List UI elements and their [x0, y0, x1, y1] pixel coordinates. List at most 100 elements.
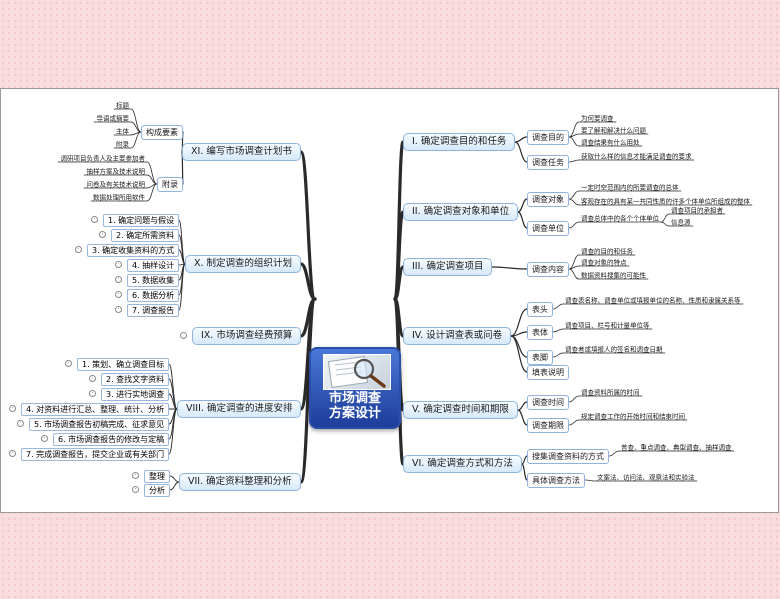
- leaf-link-right-3-1-3: [568, 268, 580, 280]
- leaf-right-4-1-1: 调查表名称、调查单位或填报单位的名称、性质和隶属关系等: [565, 296, 741, 305]
- collapse-marker-icon[interactable]: ·: [91, 216, 98, 223]
- leaf-link-right-2-2-1: [568, 221, 580, 229]
- list-item-left-2-7[interactable]: 7. 调查报告: [127, 304, 180, 317]
- collapse-marker-icon[interactable]: ·: [65, 360, 72, 367]
- list-item-left-2-5[interactable]: 5. 数据收集: [127, 274, 180, 287]
- list-item-left-4-4[interactable]: 4. 对资料进行汇总、整理、统计、分析: [21, 403, 170, 416]
- collapse-marker-icon[interactable]: ·: [132, 472, 139, 479]
- list-item-left-2-4[interactable]: 4. 抽样设计: [127, 259, 180, 272]
- mindmap-canvas: 市场调查 方案设计 I. 确定调查目的和任务调查目的为何要调查要了解和解决什么问…: [0, 88, 779, 513]
- leaf-right-4-2-1: 调查项目、栏号和计量单位等: [565, 321, 650, 330]
- leaf-left-1-1-3: 主体: [116, 127, 129, 136]
- leaf-extra-link-2: [660, 221, 670, 227]
- sub-link-right-5-1: [517, 401, 528, 411]
- subtopic-left-1-2[interactable]: 附录: [157, 177, 183, 192]
- list-item-left-2-1[interactable]: 1. 确定问题与假设: [103, 214, 180, 227]
- central-topic[interactable]: 市场调查 方案设计: [309, 347, 401, 429]
- subtopic-right-4-1[interactable]: 表头: [527, 302, 553, 317]
- item-link-left-5-1: [169, 475, 180, 483]
- collapse-marker-icon[interactable]: [180, 332, 187, 339]
- list-item-left-4-3[interactable]: 3. 进行实地调查: [101, 388, 170, 401]
- leaf-right-2-1-1: 一定时空范围内的所要调查的总体: [581, 183, 679, 192]
- leaf-right-6-1-1: 普查、重点调查、典型调查、抽样调查: [621, 443, 732, 452]
- sub-link-right-6-2: [521, 463, 528, 481]
- leaf-link-right-2-1-1: [568, 190, 580, 200]
- sub-link-right-4-4: [510, 335, 528, 373]
- subtopic-right-1-2[interactable]: 调查任务: [527, 155, 569, 170]
- leaf-right-3-1-1: 调查的目的和任务: [581, 247, 633, 256]
- leaf-right-1-1-3: 调查结果有什么用处: [581, 138, 640, 147]
- main-topic-right-1[interactable]: I. 确定调查目的和任务: [403, 133, 516, 151]
- leaf-link-right-3-1-1: [568, 254, 580, 270]
- collapse-marker-icon[interactable]: ·: [115, 276, 122, 283]
- subtopic-right-6-1[interactable]: 搜集调查资料的方式: [527, 449, 609, 464]
- subtopic-right-4-2[interactable]: 表体: [527, 325, 553, 340]
- sub-link-right-5-2: [517, 409, 528, 426]
- leaf-link-right-6-1-1: [608, 450, 620, 457]
- leaf-right-1-1-2: 要了解和解决什么问题: [581, 126, 646, 135]
- list-item-left-2-6[interactable]: 6. 数据分析: [127, 289, 180, 302]
- main-topic-right-3[interactable]: III. 确定调查项目: [403, 258, 493, 276]
- collapse-marker-icon[interactable]: ·: [99, 231, 106, 238]
- leaf-right-3-1-2: 调查对象的特点: [581, 258, 627, 267]
- leaf-link-left-1-2-4: [146, 183, 158, 202]
- main-topic-right-6[interactable]: VI. 确定调查方式和方法: [403, 455, 522, 473]
- subtopic-right-1-1[interactable]: 调查目的: [527, 130, 569, 145]
- subtopic-left-1-1[interactable]: 构成要素: [141, 125, 183, 140]
- sub-link-right-1-1: [514, 136, 528, 143]
- leaf-link-left-1-1-4: [130, 131, 142, 149]
- collapse-marker-icon[interactable]: ·: [89, 375, 96, 382]
- leaf-extra-right-2-2: 信息源: [671, 218, 691, 227]
- collapse-marker-icon[interactable]: ·: [115, 261, 122, 268]
- main-topic-left-5[interactable]: VII. 确定资料整理和分析: [179, 473, 301, 491]
- leaf-left-1-1-4: 附录: [116, 140, 129, 149]
- collapse-marker-icon[interactable]: ·: [132, 486, 139, 493]
- main-topic-right-2[interactable]: II. 确定调查对象和单位: [403, 203, 519, 221]
- collapse-marker-icon[interactable]: ·: [115, 291, 122, 298]
- subtopic-right-2-2[interactable]: 调查单位: [527, 221, 569, 236]
- main-topic-left-4[interactable]: VIII. 确定调查的进度安排: [177, 400, 302, 418]
- collapse-marker-icon[interactable]: ·: [9, 450, 16, 457]
- leaf-link-right-1-1-3: [568, 136, 580, 147]
- list-item-left-4-2[interactable]: 2. 查找文字资料: [101, 373, 170, 386]
- subtopic-right-2-1[interactable]: 调查对象: [527, 192, 569, 207]
- leaf-link-right-4-2-1: [552, 328, 564, 333]
- list-item-left-5-2[interactable]: 分析: [144, 484, 170, 497]
- list-item-left-4-1[interactable]: 1. 策划、确立调查目标: [77, 358, 170, 371]
- collapse-marker-icon[interactable]: ·: [75, 246, 82, 253]
- main-topic-left-2[interactable]: X. 制定调查的组织计划: [185, 255, 302, 273]
- leaf-extra-link-1: [660, 213, 670, 223]
- main-topic-left-3[interactable]: IX. 市场调查经费预算: [192, 327, 302, 345]
- list-item-left-4-7[interactable]: 7. 完成调查报告，提交企业或有关部门: [21, 448, 170, 461]
- list-item-left-2-2[interactable]: 2. 确定所需资料: [111, 229, 180, 242]
- list-item-left-2-3[interactable]: 3. 确定收集资料的方式: [87, 244, 180, 257]
- subtopic-right-4-4[interactable]: 填表说明: [527, 365, 569, 380]
- collapse-marker-icon[interactable]: ·: [17, 420, 24, 427]
- list-item-left-5-1[interactable]: 整理: [144, 470, 170, 483]
- central-title-line2: 方案设计: [328, 406, 381, 421]
- leaf-right-2-1-2: 客观存在的具有某一共同性质的许多个体单位所组成的整体: [581, 197, 750, 206]
- collapse-marker-icon[interactable]: ·: [115, 306, 122, 313]
- branch-left-1: [299, 150, 317, 301]
- leaf-link-right-2-1-2: [568, 198, 580, 206]
- leaf-link-right-1-2-1: [568, 159, 580, 163]
- sub-link-right-2-1: [517, 198, 528, 213]
- main-topic-right-5[interactable]: V. 确定调查时间和期限: [403, 401, 518, 419]
- main-topic-left-1[interactable]: XI. 编写市场调查计划书: [182, 143, 301, 161]
- leaf-right-3-1-3: 数据资料搜集的可能性: [581, 271, 646, 280]
- subtopic-right-6-2[interactable]: 具体调查方法: [527, 473, 585, 488]
- collapse-marker-icon[interactable]: ·: [89, 390, 96, 397]
- sub-link-right-1-2: [514, 141, 528, 163]
- collapse-marker-icon[interactable]: ·: [41, 435, 48, 442]
- collapse-marker-icon[interactable]: ·: [9, 405, 16, 412]
- subtopic-right-3-1[interactable]: 调查内容: [527, 262, 569, 277]
- leaf-left-1-2-1: 调研项目负责人及主要参加者: [60, 154, 146, 163]
- list-item-left-4-5[interactable]: 5. 市场调查报告初稿完成、征求意见: [29, 418, 170, 431]
- subtopic-right-5-1[interactable]: 调查时间: [527, 395, 569, 410]
- leaf-link-right-5-1-1: [568, 395, 580, 403]
- list-item-left-4-6[interactable]: 6. 市场调查报告的修改与定稿: [53, 433, 170, 446]
- subtopic-right-5-2[interactable]: 调查期限: [527, 418, 569, 433]
- leaf-right-5-2-1: 规定调查工作的开始时间和结束时间: [581, 412, 685, 421]
- main-topic-right-4[interactable]: IV. 设计调查表或问卷: [403, 327, 512, 345]
- subtopic-right-4-3[interactable]: 表脚: [527, 350, 553, 365]
